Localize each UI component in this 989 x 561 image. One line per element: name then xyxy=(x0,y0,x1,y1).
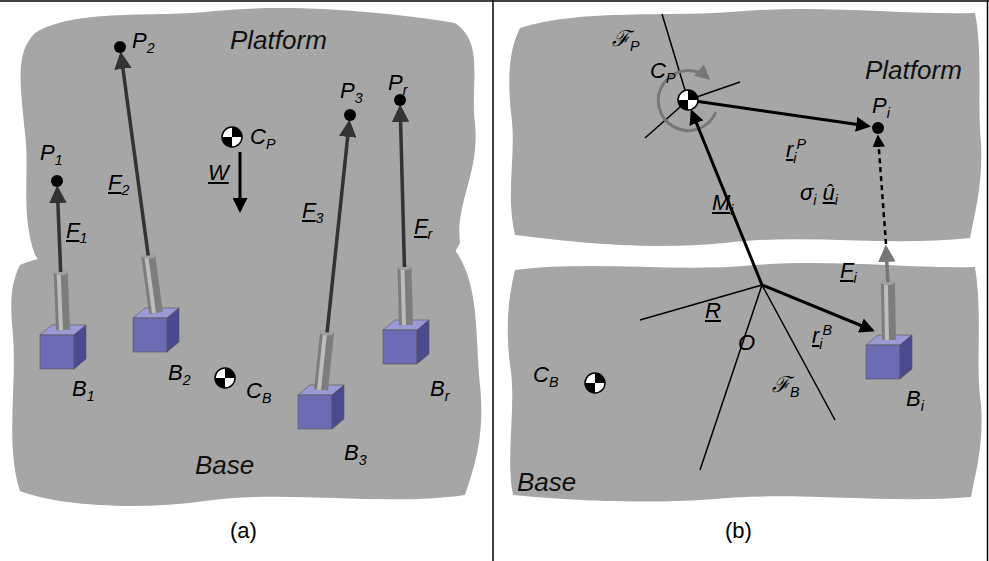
frame-line xyxy=(0,0,989,2)
symbol-label: Fi xyxy=(840,258,857,288)
attachment-point xyxy=(51,175,63,187)
panel-tag: (b) xyxy=(725,518,752,544)
actuator xyxy=(298,329,344,429)
symbol-label: O xyxy=(738,330,755,356)
body-name: Platform xyxy=(230,25,327,56)
symbol-label: P1 xyxy=(40,140,63,170)
symbol-label: CP xyxy=(650,58,675,88)
symbol-label: Mi xyxy=(712,190,734,220)
platform-body: Platform xyxy=(15,3,480,295)
symbol-label: CP xyxy=(250,124,275,154)
symbol-label: σi ûi xyxy=(800,180,838,210)
symbol-label: Pr xyxy=(388,70,407,100)
symbol-label: riP xyxy=(786,136,806,167)
mass-center-symbol xyxy=(222,127,242,147)
body-name: Base xyxy=(517,467,576,498)
weight-arrow xyxy=(239,152,242,210)
force-arrow xyxy=(121,55,148,256)
frame-line xyxy=(492,0,494,561)
symbol-label: F3 xyxy=(302,198,323,228)
frame-axis xyxy=(688,82,740,100)
actuator xyxy=(40,269,86,369)
body-shape xyxy=(509,9,981,246)
symbol-label: ℱP xyxy=(612,26,640,56)
attachment-point xyxy=(872,122,884,134)
position-vector xyxy=(688,100,868,126)
body-shape xyxy=(508,263,982,501)
force-arrow xyxy=(400,108,404,267)
symbol-label: Fr xyxy=(414,214,432,244)
body-shape xyxy=(11,246,481,505)
frame-axis xyxy=(762,285,835,420)
symbol-label: CB xyxy=(246,378,271,408)
body-outline xyxy=(505,255,983,505)
symbol-label: ℱB xyxy=(772,372,800,402)
body-shape xyxy=(21,8,476,286)
body-name: Platform xyxy=(865,55,962,86)
symbol-label: Bi xyxy=(906,386,924,416)
force-arrow xyxy=(886,248,888,282)
platform-body: Platform xyxy=(505,3,983,248)
symbol-label: R xyxy=(705,298,721,324)
frame-axis xyxy=(662,14,688,100)
symbol-label: F1 xyxy=(66,218,87,248)
mass-center-symbol xyxy=(585,373,605,393)
symbol-label: F2 xyxy=(108,170,129,200)
position-vector xyxy=(692,112,762,285)
symbol-label: B2 xyxy=(168,360,191,390)
symbol-label: Br xyxy=(430,376,449,406)
attachment-point xyxy=(344,109,356,121)
body-name: Base xyxy=(195,450,254,481)
symbol-label: B3 xyxy=(344,440,367,470)
symbol-label: Pi xyxy=(872,93,890,123)
symbol-label: CB xyxy=(533,362,558,392)
mass-center-symbol xyxy=(678,90,698,110)
symbol-label: P2 xyxy=(132,28,155,58)
actuator xyxy=(866,279,912,379)
frame-axis xyxy=(700,285,762,470)
mass-center-symbol xyxy=(215,368,235,388)
rotation-arrow xyxy=(658,71,716,131)
force-arrow xyxy=(327,123,349,332)
frame-line xyxy=(987,0,989,561)
actuator xyxy=(383,264,429,364)
panel-tag: (a) xyxy=(230,518,257,544)
symbol-label: P3 xyxy=(340,78,363,108)
frame-axis xyxy=(645,100,688,138)
symbol-label: B1 xyxy=(72,376,95,406)
force-arrow xyxy=(57,189,60,272)
symbol-label: W xyxy=(208,160,229,186)
attachment-point xyxy=(114,41,126,53)
position-vector xyxy=(762,285,872,330)
direction-vector xyxy=(878,137,886,244)
frame-axis xyxy=(640,285,762,320)
base-body: Base xyxy=(505,255,983,505)
symbol-label: riB xyxy=(812,322,832,353)
actuator xyxy=(133,253,179,352)
body-outline xyxy=(505,3,983,248)
